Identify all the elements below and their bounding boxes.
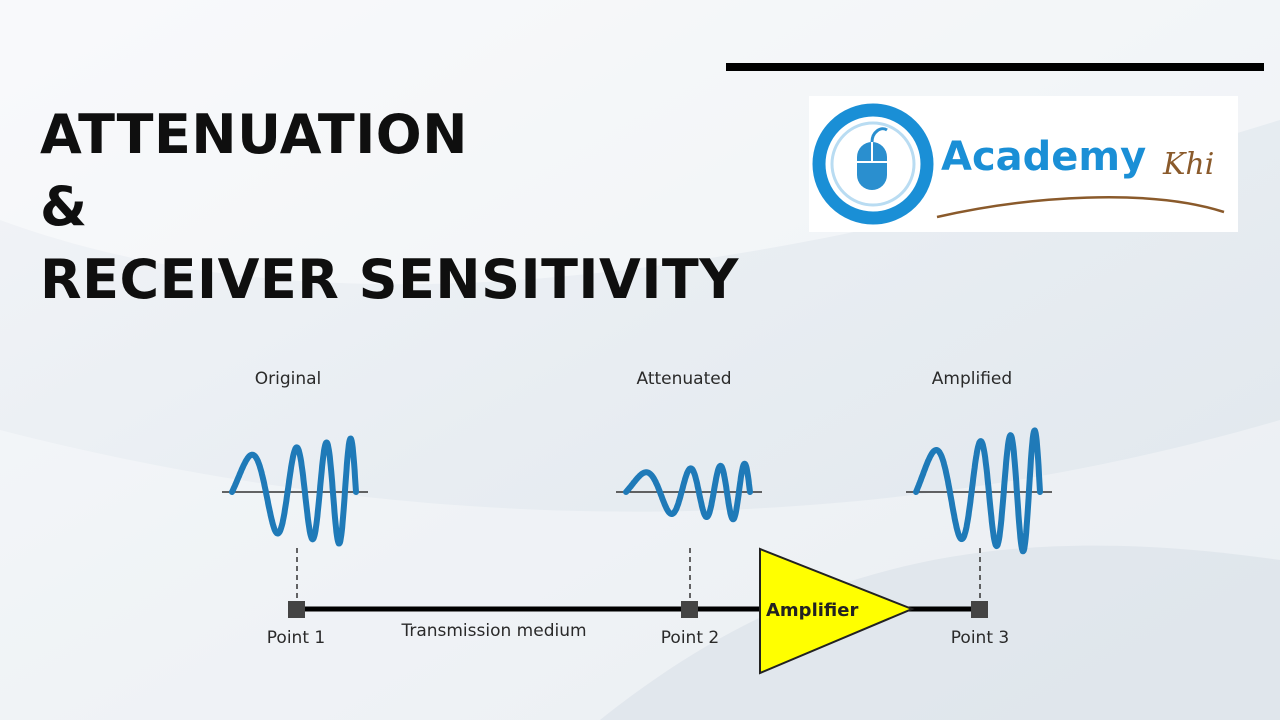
decorative-bar (726, 63, 1264, 71)
amplifier: Amplifier (759, 547, 915, 675)
amplifier-label: Amplifier (766, 600, 858, 621)
waveform-amplified (906, 427, 1052, 555)
signal-label-attenuated: Attenuated (636, 369, 731, 389)
point-marker-2 (681, 601, 698, 618)
point-label-1: Point 1 (267, 628, 325, 648)
logo: Academy Khi (809, 96, 1238, 232)
signal-label-amplified: Amplified (932, 369, 1012, 389)
waveform-original (222, 435, 368, 547)
point-marker-3 (971, 601, 988, 618)
medium-label: Transmission medium (400, 621, 586, 641)
logo-text-accent: Khi (1162, 147, 1214, 182)
logo-swoosh (936, 196, 1225, 219)
signal-label-original: Original (255, 369, 322, 389)
logo-text-main: Academy (941, 134, 1146, 180)
point-label-2: Point 2 (661, 628, 719, 648)
title-line-2: & (40, 175, 88, 238)
computer-mouse-icon (857, 127, 888, 190)
title-line-3: RECEIVER SENSITIVITY (40, 248, 739, 311)
waveform-attenuated (616, 460, 762, 523)
point-label-3: Point 3 (951, 628, 1009, 648)
title-line-1: ATTENUATION (40, 103, 468, 166)
point-marker-1 (288, 601, 305, 618)
